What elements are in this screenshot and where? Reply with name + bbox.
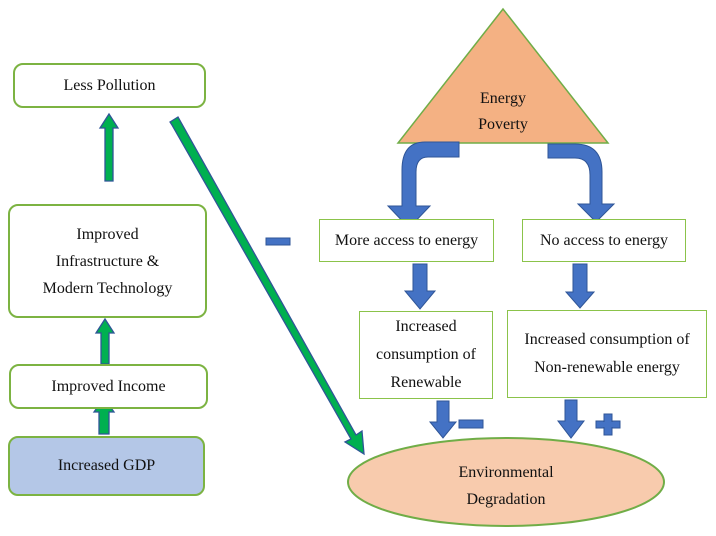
energy-poverty-line-2: Poverty <box>478 116 528 133</box>
no-access-label: No access to energy <box>539 231 669 249</box>
less-pollution-label: Less Pollution <box>63 76 156 94</box>
renewable-box: Increased consumption of Renewable <box>359 311 493 399</box>
no-access-box: No access to energy <box>522 219 686 262</box>
non-renewable-label-line-1: Increased consumption of <box>524 331 690 348</box>
arrow-no-access-to-non-renewable <box>564 263 596 309</box>
energy-poverty-line-1: Energy <box>480 90 526 107</box>
energy-poverty-label: Energy Poverty <box>443 86 563 138</box>
environmental-degradation-line-1: Environmental <box>458 464 554 481</box>
renewable-label-line-3: Renewable <box>390 374 462 391</box>
arrow-infrastructure-to-less-pollution <box>98 112 120 182</box>
arrow-income-to-infrastructure <box>94 317 116 365</box>
infrastructure-label-line-1: Improved <box>76 225 139 243</box>
arrow-non-renewable-to-degradation <box>556 399 586 439</box>
more-access-box: More access to energy <box>319 219 494 262</box>
plus-sign-non-renewable <box>595 413 621 436</box>
improved-income-box: Improved Income <box>9 364 208 409</box>
arrow-poverty-to-more-access <box>386 141 460 229</box>
non-renewable-box: Increased consumption of Non-renewable e… <box>507 310 707 398</box>
infrastructure-box: Improved Infrastructure & Modern Technol… <box>8 204 207 318</box>
environmental-degradation-line-2: Degradation <box>466 491 546 508</box>
environmental-degradation-label: Environmental Degradation <box>426 459 586 513</box>
arrow-renewable-to-degradation <box>428 400 458 439</box>
non-renewable-label-line-2: Non-renewable energy <box>534 359 680 376</box>
infrastructure-label-line-2: Infrastructure & <box>55 252 160 270</box>
renewable-label-line-2: consumption of <box>376 346 476 363</box>
minus-sign-pollution <box>265 237 291 246</box>
improved-income-label: Improved Income <box>51 377 166 395</box>
increased-gdp-box: Increased GDP <box>8 436 205 496</box>
infrastructure-label-line-3: Modern Technology <box>42 279 173 297</box>
arrow-poverty-to-no-access <box>547 143 616 223</box>
arrow-more-access-to-renewable <box>403 263 437 310</box>
increased-gdp-label: Increased GDP <box>57 457 156 474</box>
arrow-less-pollution-to-degradation <box>169 116 365 456</box>
energy-poverty-triangle <box>396 7 610 144</box>
less-pollution-box: Less Pollution <box>13 63 206 108</box>
environmental-degradation-ellipse <box>347 437 665 527</box>
more-access-label: More access to energy <box>334 231 479 249</box>
renewable-label-line-1: Increased <box>395 318 457 335</box>
minus-sign-renewable <box>458 419 484 429</box>
